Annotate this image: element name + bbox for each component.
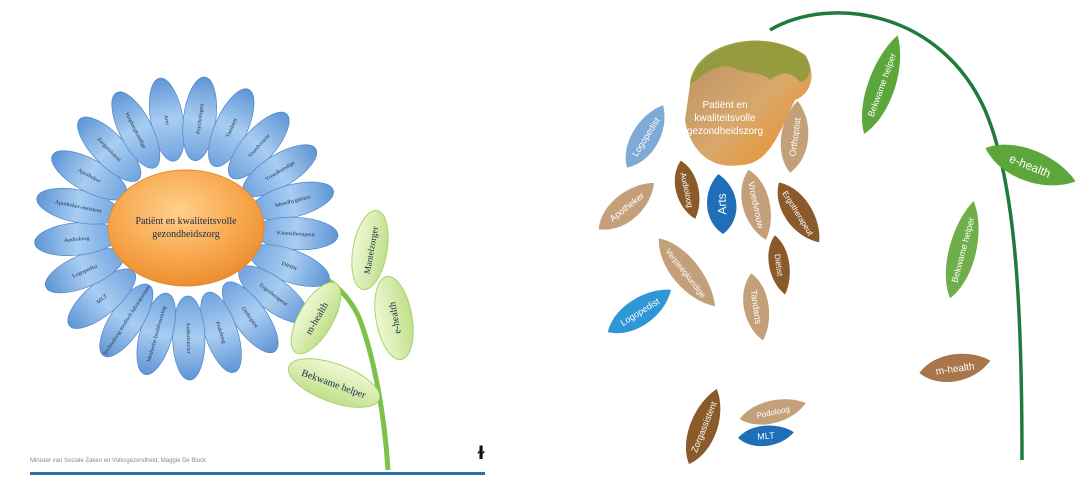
falling-leaf-label: MLT [757, 430, 775, 441]
center-label-line2: gezondheidszorg [152, 229, 220, 240]
falling-leaf: Vroedvrouw [736, 167, 777, 243]
falling-leaf: MLT [737, 424, 794, 448]
footer-bar [30, 472, 485, 475]
falling-leaf: Logopedist [615, 99, 676, 174]
falling-leaf: m-health [917, 349, 992, 386]
corner-logo-glyph: ɫ [476, 443, 486, 464]
head-label-line3: gezondheidszorg [687, 126, 763, 137]
stem-leaf-e-health: e-health [369, 274, 419, 363]
falling-leaf: Podoloog [737, 394, 808, 430]
center-label-line1: Patiënt en kwaliteitsvolle [135, 216, 237, 227]
falling-leaf: Logopedist [600, 280, 679, 343]
falling-leaf: Audioloog [670, 158, 705, 221]
footer-credit: Minister van Sociale Zaken en Volksgezon… [30, 458, 206, 464]
flower-center: Patiënt en kwaliteitsvolle gezondheidszo… [108, 170, 264, 286]
petal-label: Ambulancier [185, 322, 191, 353]
falling-leaf: Arts [706, 174, 737, 235]
falling-leaf: Bekwame helper [851, 31, 912, 138]
falling-leaf: Apotheker [590, 174, 663, 240]
head-label-line2: kwaliteitsvolle [694, 113, 756, 124]
falling-leaf-label: Arts [715, 193, 730, 215]
falling-leaf: Zorgassistent [676, 385, 731, 469]
falling-leaf: Tandarts [739, 272, 773, 343]
falling-leaf: Diëtist [765, 234, 793, 296]
head-label-line1: Patiënt en [702, 100, 747, 111]
falling-leaf: Bekwame helper [937, 198, 989, 302]
